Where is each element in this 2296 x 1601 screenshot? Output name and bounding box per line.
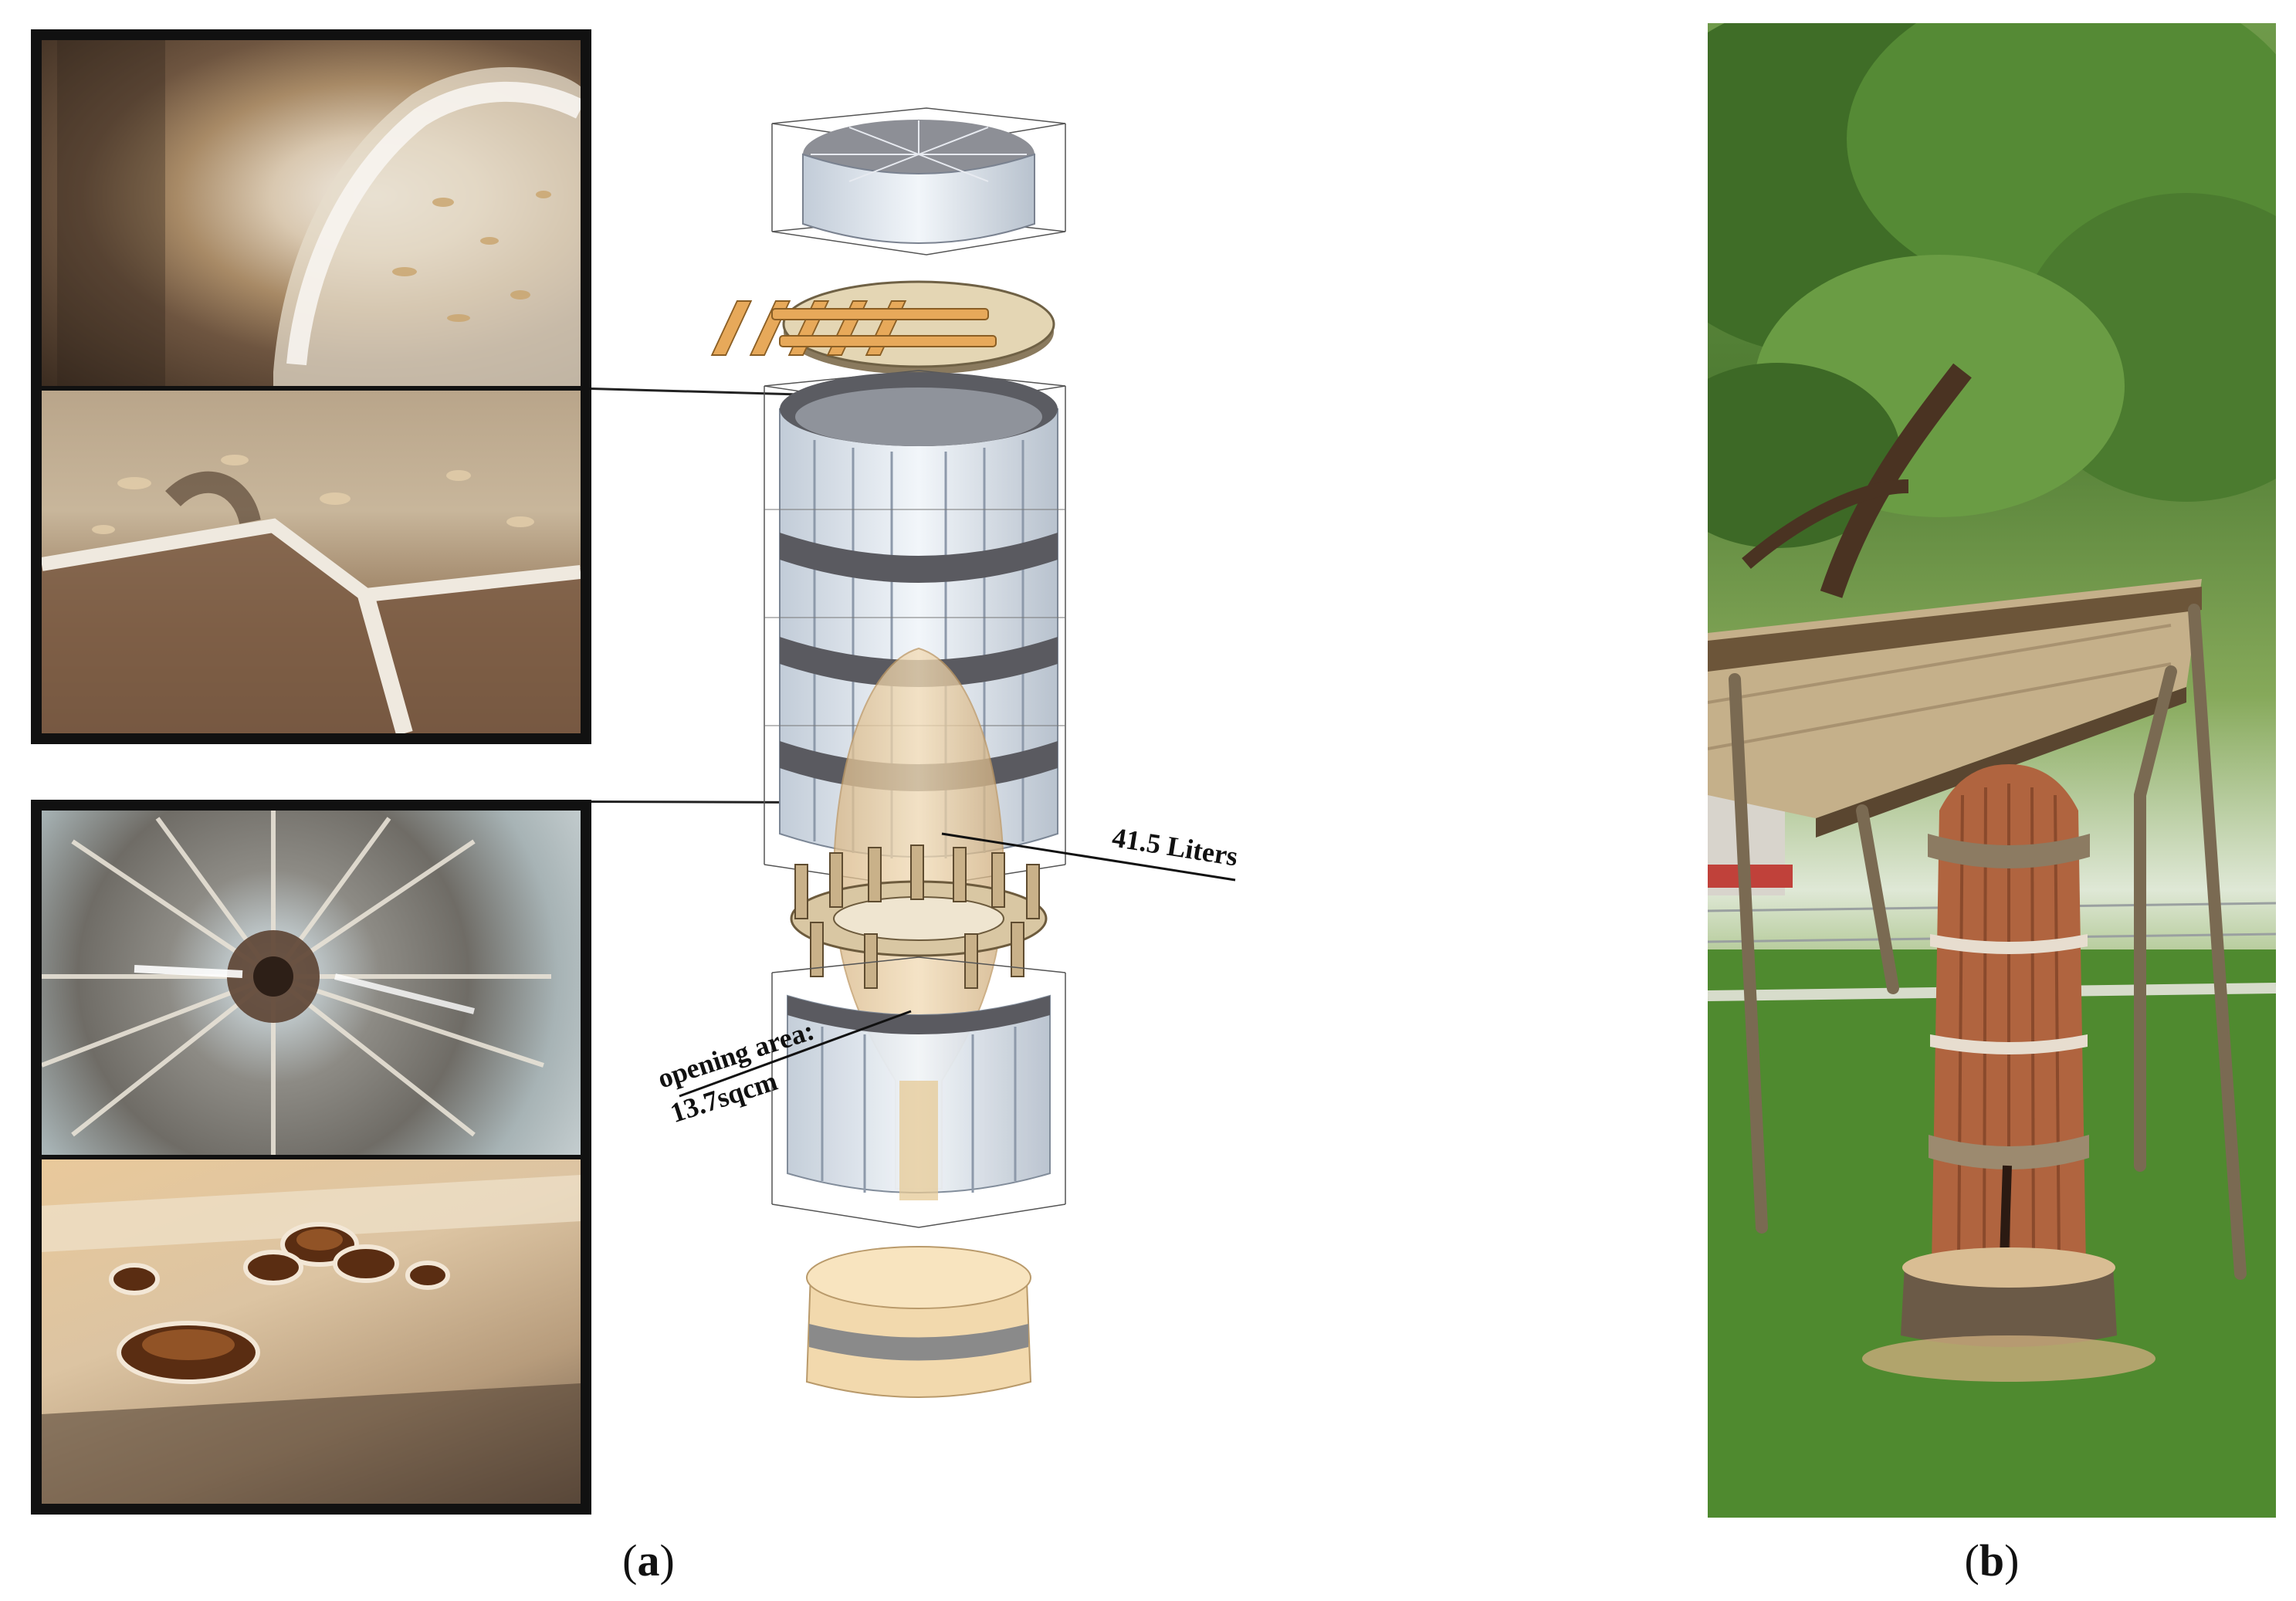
mycelium-texture-2 <box>42 455 581 733</box>
crown-ring-with-pegs <box>790 845 1048 989</box>
built-hive-photo <box>1708 23 2276 1518</box>
caption-a: (a) <box>622 1535 675 1586</box>
wooden-lid-with-slats <box>710 280 1055 374</box>
opening-leader <box>679 1010 912 1098</box>
base-stump <box>805 1246 1032 1398</box>
volume-leader <box>941 832 1236 882</box>
mycelium-texture-1 <box>57 40 581 386</box>
top-cap-module <box>771 107 1066 256</box>
exploded-hive-diagram <box>679 107 1236 1398</box>
radial-interior-texture <box>42 811 551 1155</box>
mycelium-close-up-photo-1 <box>42 40 581 386</box>
roof <box>1708 579 2202 838</box>
interior-view-photo <box>42 811 581 1155</box>
hive-field-scene <box>1708 23 2276 1518</box>
hive-column <box>1928 764 2090 1266</box>
lower-shell-module <box>771 956 1066 1228</box>
mycelium-close-up-photo-2 <box>42 391 581 733</box>
caption-b: (b) <box>1964 1535 2020 1586</box>
photo-frame-bottom <box>31 800 591 1515</box>
tree-canopy <box>1708 23 2276 598</box>
fruiting-bodies-texture <box>42 1175 581 1504</box>
tree-stump-base <box>1862 1247 2155 1382</box>
photo-frame-top <box>31 29 591 744</box>
fungal-fruiting-bodies-photo <box>42 1159 581 1504</box>
